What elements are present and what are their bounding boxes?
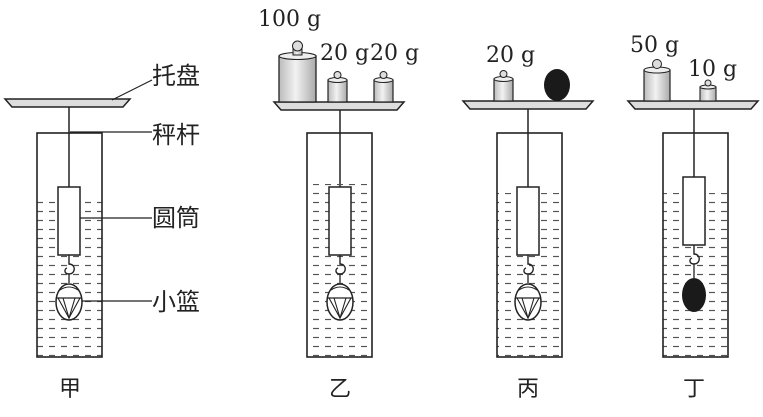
label-tray: 托盘	[152, 62, 200, 90]
panel-ding: 50 g 10 g 丁	[626, 33, 760, 402]
stone	[682, 278, 706, 312]
container	[306, 132, 373, 358]
tray	[272, 101, 406, 111]
caption-yi: 乙	[329, 377, 351, 402]
weight-label: 10 g	[688, 57, 737, 82]
basket	[514, 283, 542, 321]
weight-label: 100 g	[258, 7, 321, 32]
weight-100g	[278, 40, 317, 103]
panel-bing: 20 g 丙	[461, 43, 595, 402]
caption-jia: 甲	[59, 377, 81, 402]
cylinder	[328, 186, 352, 256]
basket	[55, 283, 83, 321]
container	[662, 132, 729, 358]
panel-yi: 100 g 20 g 20 g 乙	[258, 7, 419, 402]
cylinder	[57, 186, 81, 256]
leader-tray	[111, 79, 153, 101]
tray	[3, 98, 132, 108]
stone	[544, 69, 570, 101]
weight-label: 20 g	[320, 41, 369, 66]
weight-10g	[699, 79, 717, 102]
container	[496, 132, 563, 358]
weight-label: 20 g	[486, 43, 535, 68]
weight-label: 20 g	[370, 41, 419, 66]
basket	[326, 283, 354, 321]
weight-50g	[643, 59, 671, 102]
cylinder	[516, 186, 540, 256]
caption-bing: 丙	[517, 377, 539, 402]
panel-jia: 托盘 秤杆 圆筒 小篮 甲	[3, 62, 200, 402]
tray	[626, 100, 760, 110]
weight-20g	[373, 71, 394, 103]
caption-ding: 丁	[683, 377, 705, 402]
label-rod: 秤杆	[152, 121, 200, 149]
weight-20g	[493, 70, 514, 102]
cylinder	[682, 176, 706, 246]
container	[36, 132, 103, 358]
label-cylinder: 圆筒	[152, 204, 200, 232]
weight-20g	[327, 71, 348, 103]
weight-label: 50 g	[630, 33, 679, 58]
tray	[461, 100, 595, 110]
label-basket: 小篮	[152, 288, 200, 316]
